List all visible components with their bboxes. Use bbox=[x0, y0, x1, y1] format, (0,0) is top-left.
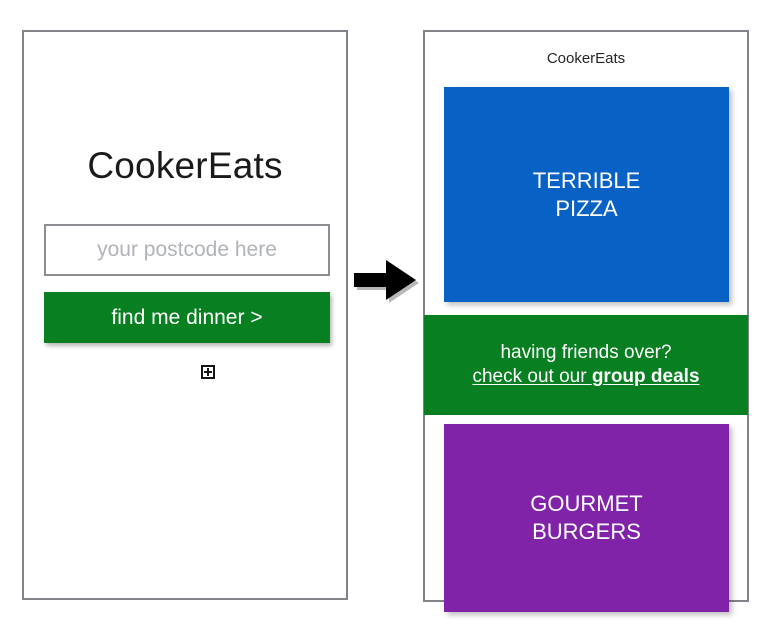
promo-card-burgers-line1: GOURMET bbox=[530, 491, 643, 517]
page-title: CookerEats bbox=[87, 145, 283, 186]
find-me-dinner-button[interactable]: find me dinner > bbox=[44, 292, 330, 343]
group-deals-link[interactable]: check out our group deals bbox=[472, 365, 699, 389]
right-arrow-icon bbox=[354, 260, 419, 303]
promo-card-pizza[interactable]: TERRIBLE PIZZA bbox=[444, 87, 729, 302]
group-deals-banner[interactable]: having friends over? check out our group… bbox=[424, 315, 748, 415]
right-rendered-panel: CookerEats TERRIBLE PIZZA having friends… bbox=[423, 30, 749, 612]
group-deals-banner-headline: having friends over? bbox=[500, 342, 672, 364]
promo-card-burgers-line2: BURGERS bbox=[532, 519, 641, 544]
group-deals-link-emphasis: group deals bbox=[591, 366, 700, 387]
left-wireframe-panel: CookerEats find me dinner > bbox=[22, 30, 348, 600]
promo-card-pizza-line1: TERRIBLE bbox=[532, 167, 641, 193]
group-deals-link-prefix: check out our bbox=[472, 366, 592, 387]
promo-card-pizza-line2: PIZZA bbox=[555, 195, 618, 221]
app-header-title: CookerEats bbox=[546, 50, 626, 67]
postcode-input[interactable] bbox=[44, 224, 330, 276]
promo-card-burgers[interactable]: GOURMET BURGERS bbox=[444, 424, 729, 612]
crosshair-box-cursor-icon bbox=[201, 365, 215, 379]
